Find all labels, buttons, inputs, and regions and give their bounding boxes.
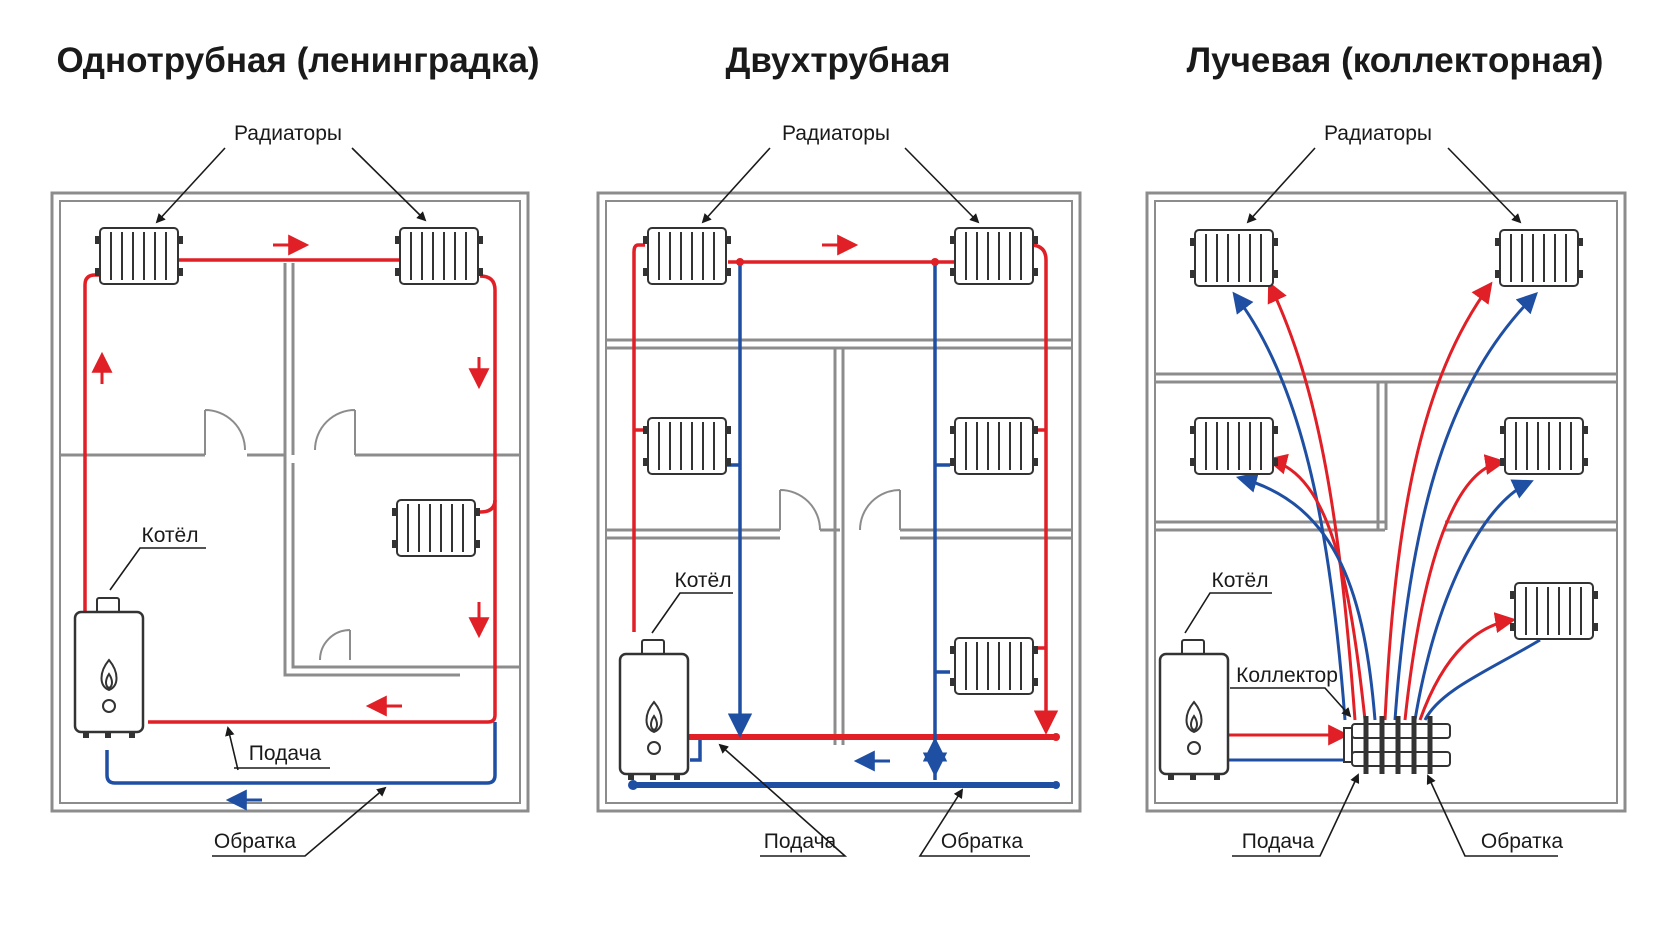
floor-plan-walls <box>596 191 1082 813</box>
label-collector: Коллектор <box>1236 664 1338 687</box>
panel-collector: Лучевая (коллекторная) <box>1145 41 1627 857</box>
panel-two-pipe: Двухтрубная <box>596 41 1082 857</box>
label-supply: Подача <box>764 830 837 853</box>
panel-collector-title: Лучевая (коллекторная) <box>1187 41 1604 80</box>
radiator-icon <box>642 227 732 285</box>
radiator-icon <box>949 417 1039 475</box>
label-return: Обратка <box>941 830 1024 853</box>
label-boiler: Котёл <box>141 524 198 547</box>
collector-icon <box>1343 716 1451 774</box>
boiler-icon <box>1158 638 1230 782</box>
label-supply: Подача <box>249 742 322 765</box>
label-radiators: Радиаторы <box>782 122 890 145</box>
radiator-icon <box>949 637 1039 695</box>
floor-plan-walls <box>1145 191 1627 813</box>
label-supply: Подача <box>1242 830 1315 853</box>
radiator-icon <box>642 417 732 475</box>
label-radiators: Радиаторы <box>234 122 342 145</box>
radiator-icon <box>94 227 184 285</box>
label-return: Обратка <box>214 830 297 853</box>
radiator-icon <box>391 499 481 557</box>
callouts <box>109 147 427 857</box>
radiator-icon <box>394 227 484 285</box>
flow-arrows <box>822 234 890 772</box>
radiator-icon <box>1499 417 1589 475</box>
boiler-icon <box>73 596 145 740</box>
radiator-icon <box>1494 229 1584 287</box>
label-radiators: Радиаторы <box>1324 122 1432 145</box>
radiator-icon <box>1189 417 1279 475</box>
panel-two-pipe-title: Двухтрубная <box>725 41 950 80</box>
boiler-icon <box>618 638 690 782</box>
label-return: Обратка <box>1481 830 1564 853</box>
panel-one-pipe: Однотрубная (ленинградка) <box>50 41 540 857</box>
radiator-icon <box>1509 582 1599 640</box>
pipes <box>630 243 1059 788</box>
radiator-icon <box>949 227 1039 285</box>
callouts <box>651 147 1030 857</box>
radiators <box>642 227 1039 695</box>
radiators <box>94 227 484 557</box>
callouts <box>1184 147 1558 857</box>
panel-one-pipe-title: Однотрубная (ленинградка) <box>56 41 539 80</box>
label-boiler: Котёл <box>674 569 731 592</box>
pipes <box>1220 281 1541 762</box>
pipes <box>83 258 497 785</box>
flow-arrows <box>91 234 490 811</box>
radiator-icon <box>1189 229 1279 287</box>
floor-plan-walls <box>50 191 530 813</box>
label-boiler: Котёл <box>1211 569 1268 592</box>
